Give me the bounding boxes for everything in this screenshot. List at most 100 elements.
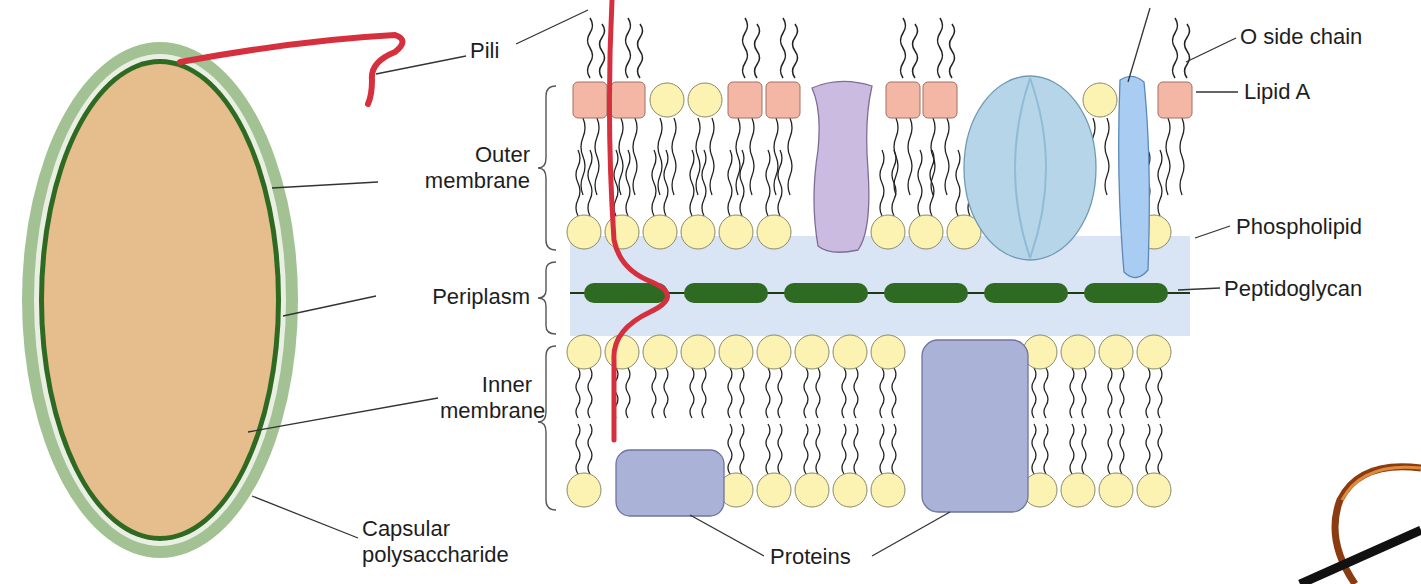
- phospholipid-head: [605, 215, 639, 249]
- leader-lines: [248, 8, 1238, 556]
- lipid-tail: [892, 424, 896, 474]
- part-label: Periplasm: [380, 284, 530, 310]
- part-label: Peptidoglycan: [1224, 276, 1414, 302]
- lipid-tail: [702, 150, 706, 216]
- lipid-tail: [892, 150, 896, 216]
- phospholipid-head: [833, 335, 867, 369]
- o-side-chain: [913, 24, 918, 78]
- lipid-tail: [576, 424, 580, 474]
- lipid-tail: [588, 150, 592, 216]
- phospholipid-head: [719, 335, 753, 369]
- o-side-chain: [588, 18, 593, 78]
- lipid-tail: [1082, 424, 1086, 474]
- pilus: [180, 35, 403, 104]
- lipid-tail: [1105, 118, 1109, 195]
- phospholipid-head: [643, 215, 677, 249]
- lipid-tail: [1120, 368, 1124, 418]
- part-label: Inner membrane: [440, 372, 532, 424]
- phospholipid-head: [605, 335, 639, 369]
- lipid-tail: [652, 368, 656, 418]
- lipid-a: [766, 82, 800, 118]
- lipid-tail: [766, 150, 770, 216]
- lipid-tail: [1044, 424, 1048, 474]
- lipid-tail: [1032, 424, 1036, 474]
- lipid-tail: [880, 150, 884, 216]
- lipid-a: [573, 82, 607, 118]
- lipid-tail: [880, 368, 884, 418]
- lipid-tail: [918, 150, 922, 216]
- lipid-tail: [1180, 118, 1184, 195]
- lipid-tail: [664, 150, 668, 216]
- part-label: Capsular polysaccharide: [362, 516, 552, 568]
- peptidoglycan-segment: [1084, 283, 1168, 303]
- lipid-tail: [766, 368, 770, 418]
- lipid-tail: [588, 424, 592, 474]
- lipid-tail: [1158, 150, 1162, 216]
- o-side-chain: [938, 18, 943, 78]
- phospholipid-head: [1061, 335, 1095, 369]
- lipid-tail: [595, 118, 599, 195]
- outer-membrane-protein: [812, 81, 872, 252]
- lipid-tail: [728, 368, 732, 418]
- lipid-tail: [1120, 424, 1124, 474]
- lipid-tail: [788, 118, 792, 195]
- lipid-tail: [658, 118, 662, 195]
- lipid-tail: [690, 150, 694, 216]
- inner-membrane-protein: [616, 450, 724, 516]
- lipid-tail: [778, 424, 782, 474]
- lipid-tail: [778, 150, 782, 216]
- phospholipid-head: [757, 335, 791, 369]
- corner-bar: [1300, 530, 1421, 584]
- lipid-tail: [778, 368, 782, 418]
- lipid-tail: [1032, 368, 1036, 418]
- lipid-tail: [588, 368, 592, 418]
- o-side-chain: [755, 24, 760, 78]
- lipid-tail: [652, 150, 656, 216]
- outer-layer: [34, 54, 286, 546]
- lipid-tail: [1158, 368, 1162, 418]
- lipid-tail: [710, 118, 714, 195]
- cytoplasm: [44, 64, 276, 536]
- phospholipid-head: [650, 83, 684, 117]
- lipid-tail: [908, 118, 912, 195]
- lipid-tail: [1166, 118, 1170, 195]
- o-side-chain: [1185, 24, 1190, 78]
- lipid-tail: [1146, 368, 1150, 418]
- lipid-tail: [766, 424, 770, 474]
- cell-wall: [39, 59, 281, 541]
- capsule: [22, 42, 298, 558]
- lipid-tail: [626, 368, 630, 418]
- lipid-a: [728, 82, 762, 118]
- lipid-tail: [576, 150, 580, 216]
- lipid-tail: [581, 118, 585, 195]
- o-side-chain: [950, 24, 955, 78]
- lipid-tail: [736, 118, 740, 195]
- lipid-a: [1158, 82, 1192, 118]
- lipid-tail: [804, 424, 808, 474]
- inner-membrane-protein: [922, 340, 1028, 512]
- phospholipid-head: [795, 473, 829, 507]
- lipid-tail: [842, 368, 846, 418]
- phospholipid-head: [567, 473, 601, 507]
- lipid-tail: [1070, 368, 1074, 418]
- lipid-a: [611, 82, 645, 118]
- phospholipid-head: [871, 473, 905, 507]
- lipid-tail: [880, 424, 884, 474]
- phospholipid-head: [1061, 473, 1095, 507]
- phospholipid-head: [871, 215, 905, 249]
- lipid-tail: [672, 118, 676, 195]
- o-side-chain: [1173, 18, 1178, 78]
- lipid-tail: [854, 424, 858, 474]
- lipid-tail: [664, 368, 668, 418]
- lipid-tail: [740, 424, 744, 474]
- membrane-layers: [567, 18, 1192, 516]
- lipid-tail: [945, 118, 949, 195]
- part-label: Outer membrane: [384, 142, 530, 194]
- lipid-tail: [1082, 368, 1086, 418]
- lipid-tail: [1158, 424, 1162, 474]
- lipid-tail: [854, 368, 858, 418]
- porin-detail: [1015, 78, 1046, 258]
- lipid-tail: [1108, 368, 1112, 418]
